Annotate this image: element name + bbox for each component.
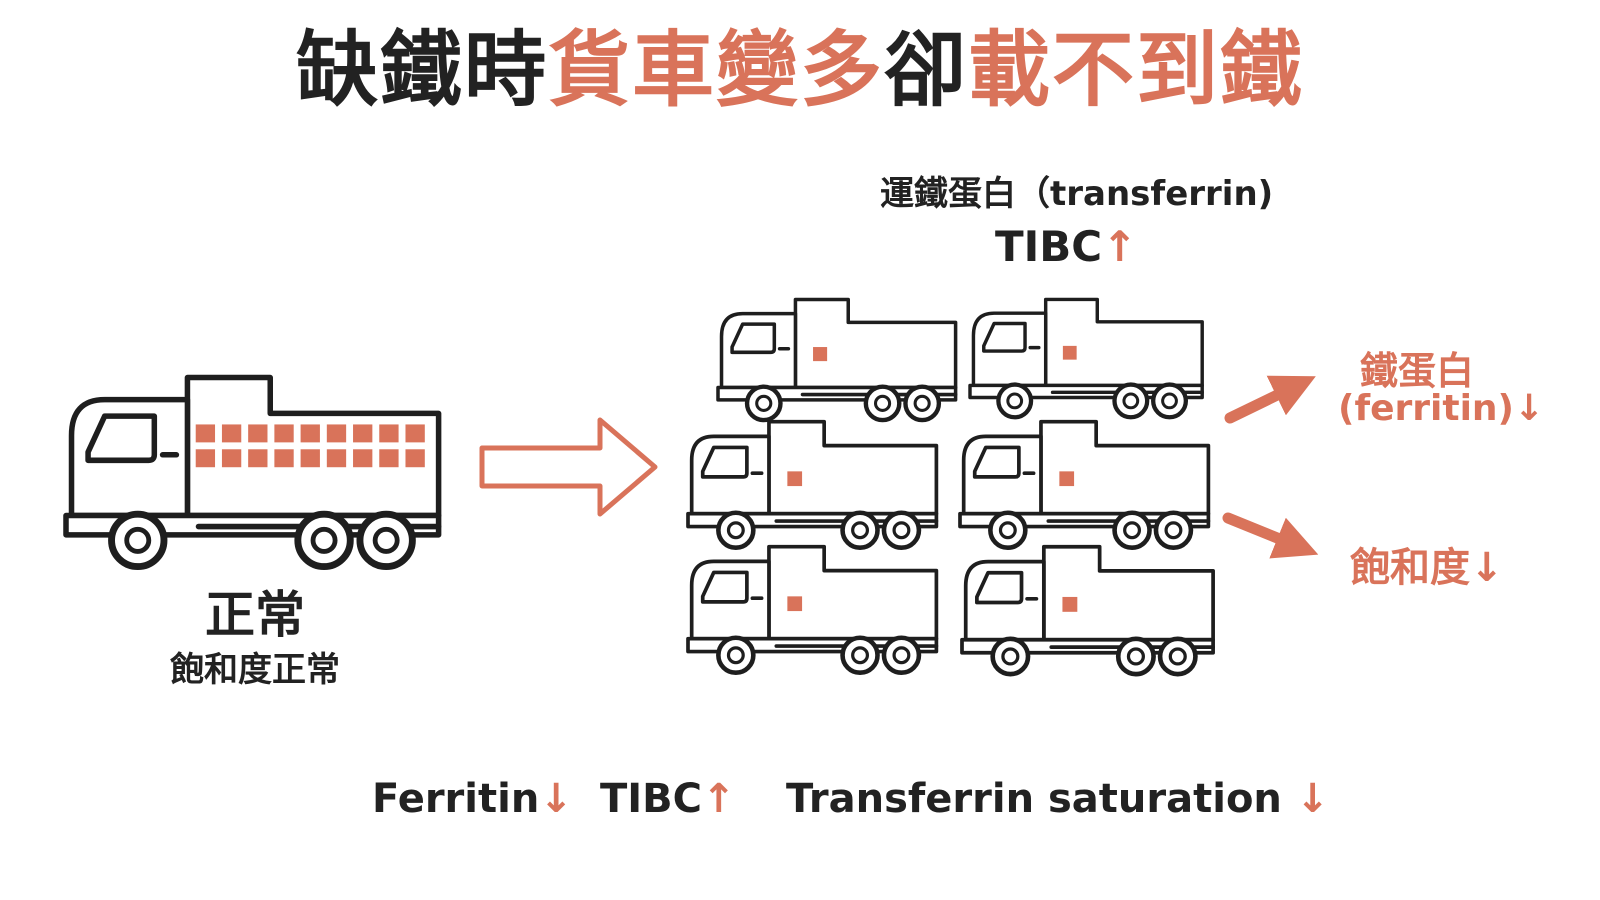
full-cargo-group bbox=[195, 424, 425, 468]
iron-cargo-box bbox=[379, 424, 399, 443]
empty-truck bbox=[962, 547, 1213, 674]
tibc-top-label: TIBC↑ bbox=[995, 222, 1137, 271]
iron-cargo-box bbox=[813, 347, 828, 362]
full-truck-illustration bbox=[66, 378, 439, 567]
summary-saturation: Transferrin saturation ↓ bbox=[786, 776, 1329, 822]
iron-cargo-box bbox=[248, 449, 268, 468]
title-part-4: 載不到鐵 bbox=[968, 23, 1305, 118]
transferrin-label: 運鐵蛋白（transferrin) bbox=[880, 174, 1274, 214]
saturation-outcome-text: 飽和度 bbox=[1350, 545, 1470, 591]
iron-cargo-box bbox=[221, 449, 242, 468]
arrow-up-icon: ↑ bbox=[702, 776, 736, 822]
iron-cargo-box bbox=[787, 471, 803, 487]
arrow-down-icon: ↓ bbox=[539, 776, 573, 822]
iron-cargo-box bbox=[787, 596, 803, 612]
up-right-arrow-icon bbox=[1224, 375, 1316, 424]
iron-cargo-box bbox=[195, 449, 216, 468]
iron-cargo-box bbox=[274, 424, 294, 443]
title-part-2: 貨車變多 bbox=[547, 23, 884, 118]
ferritin-outcome-sub: (ferritin)↓ bbox=[1338, 388, 1544, 429]
iron-cargo-box bbox=[274, 449, 294, 468]
normal-saturation-label: 飽和度正常 bbox=[170, 650, 340, 690]
empty-truck bbox=[960, 422, 1208, 548]
summary-tibc: TIBC↑ bbox=[600, 776, 736, 822]
iron-cargo-box bbox=[248, 424, 268, 443]
empty-truck-grid bbox=[688, 299, 1213, 674]
empty-truck bbox=[718, 300, 956, 421]
down-right-arrow-icon bbox=[1222, 512, 1319, 559]
empty-truck bbox=[688, 422, 936, 548]
empty-truck bbox=[688, 547, 936, 673]
normal-status-label: 正常 bbox=[205, 586, 305, 644]
iron-cargo-box bbox=[326, 424, 347, 443]
transition-arrow-icon bbox=[479, 417, 658, 517]
title-part-1: 缺鐵時 bbox=[295, 23, 548, 118]
iron-cargo-box bbox=[326, 449, 347, 468]
iron-cargo-box bbox=[1062, 596, 1078, 612]
saturation-outcome-label: 飽和度↓ bbox=[1350, 535, 1504, 593]
iron-cargo-box bbox=[379, 449, 399, 468]
arrow-down-icon: ↓ bbox=[1295, 776, 1330, 822]
page-title: 缺鐵時貨車變多卻載不到鐵 bbox=[0, 23, 1600, 118]
iron-cargo-box bbox=[221, 424, 242, 443]
empty-truck bbox=[970, 299, 1202, 417]
iron-cargo-box bbox=[1059, 471, 1075, 487]
ferritin-outcome-sub-text: (ferritin) bbox=[1338, 388, 1515, 429]
summary-tibc-text: TIBC bbox=[600, 776, 703, 822]
title-part-3: 卻 bbox=[884, 23, 969, 118]
summary-ferritin-text: Ferritin bbox=[372, 776, 540, 822]
iron-cargo-box bbox=[405, 449, 425, 468]
arrow-up-icon: ↑ bbox=[1102, 222, 1138, 271]
iron-cargo-box bbox=[300, 449, 320, 468]
iron-cargo-box bbox=[405, 424, 425, 443]
summary-ferritin: Ferritin↓ bbox=[372, 776, 573, 822]
arrow-down-icon: ↓ bbox=[1514, 388, 1545, 429]
tibc-top-text: TIBC bbox=[995, 222, 1103, 271]
ferritin-outcome-title: 鐵蛋白 bbox=[1360, 349, 1475, 393]
arrow-down-icon: ↓ bbox=[1470, 545, 1504, 591]
summary-saturation-text: Transferrin saturation bbox=[786, 776, 1282, 822]
iron-cargo-box bbox=[353, 424, 373, 443]
iron-cargo-box bbox=[1062, 345, 1077, 360]
iron-cargo-box bbox=[195, 424, 216, 443]
iron-cargo-box bbox=[353, 449, 373, 468]
iron-cargo-box bbox=[300, 424, 320, 443]
